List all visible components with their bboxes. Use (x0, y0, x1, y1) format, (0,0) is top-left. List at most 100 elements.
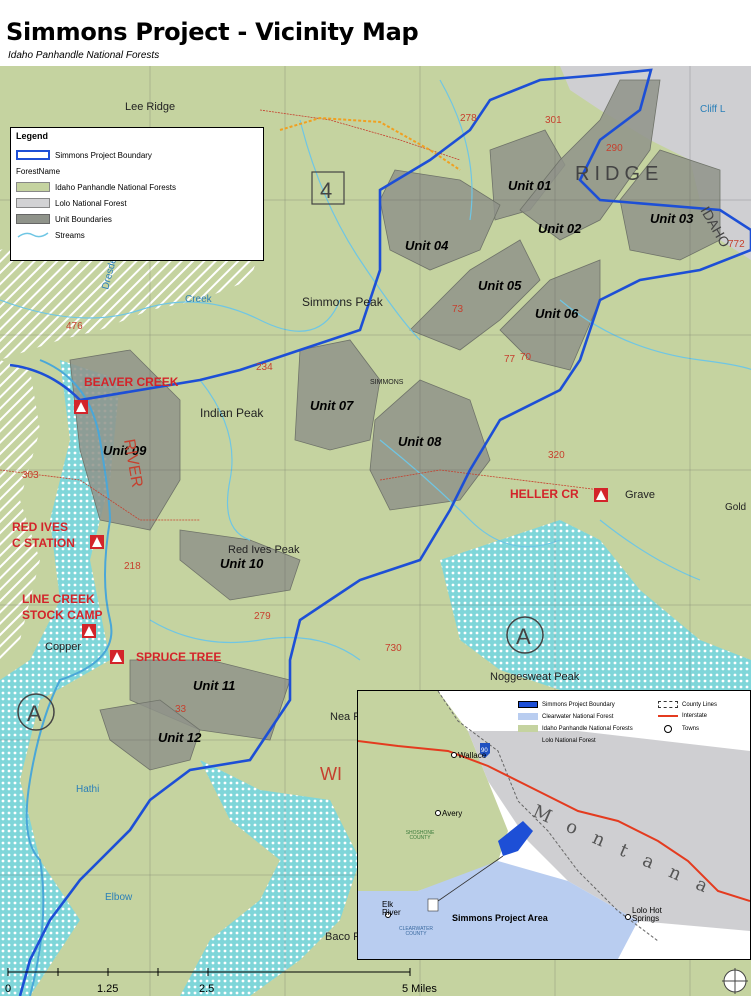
inset-state-line (437, 691, 659, 942)
inset-legend-item: Simmons Project Boundary (518, 701, 615, 708)
gold-label: Gold (725, 502, 746, 513)
unit-10-label: Unit 10 (220, 556, 264, 571)
scale-bar: 0 1.25 2.5 5 Miles (5, 968, 437, 995)
scale-label: 2.5 (199, 983, 214, 995)
inset-legend-item: County Lines (658, 701, 717, 708)
road-476-label: 476 (66, 321, 83, 332)
elbow-label: Elbow (105, 892, 133, 903)
scale-label: 0 (5, 983, 11, 995)
inset-legend-label: County Lines (682, 701, 718, 708)
red-ives-peak-label: Red Ives Peak (228, 544, 300, 556)
project-boundary[interactable] (9, 68, 751, 996)
unit-07-polygon[interactable] (294, 339, 381, 451)
streams (0, 79, 751, 661)
road-33-label: 33 (175, 704, 187, 715)
inset-legend-label: Clearwater National Forest (542, 713, 614, 720)
unit-04-polygon[interactable] (379, 169, 501, 271)
circle-marker-label: A (27, 701, 42, 726)
orange-trail (279, 116, 461, 171)
beaver-creek-label: BEAVER CREEK (84, 375, 179, 389)
inset-legend-label: Towns (682, 726, 700, 732)
vicinity-map[interactable]: Unit 01 Unit 02 Unit 03 Unit 04 Unit 05 … (0, 66, 751, 996)
map-legend: Legend Simmons Project Boundary ForestNa… (10, 127, 264, 261)
campground-icons (74, 400, 608, 664)
inset-interstate (358, 740, 750, 902)
inset-legend-item: Idaho Panhandle National Forests (518, 725, 633, 732)
legend-label: Streams (55, 230, 85, 240)
road-320-label: 320 (548, 450, 565, 461)
circle-marker (506, 616, 544, 654)
inset-legend-label: Interstate (682, 713, 708, 719)
legend-item-heading: ForestName (16, 165, 60, 177)
private-land-hatch (0, 230, 260, 360)
legend-label: Simmons Project Boundary (55, 150, 152, 160)
unit-01-label: Unit 01 (508, 178, 551, 193)
inset-map-canvas: 90 (358, 691, 750, 959)
inset-county-shoshone: SHOSHONE COUNTY (405, 830, 435, 841)
unit-05-polygon[interactable] (409, 239, 541, 351)
inset-ipnf-area (358, 691, 508, 891)
section-marker-box (311, 171, 345, 205)
unit-11-label: Unit 11 (193, 678, 235, 693)
stream-swatch-icon (17, 232, 49, 238)
inset-project-area[interactable] (498, 821, 533, 856)
inset-county-clearwater: CLEARWATER COUNTY (398, 926, 434, 937)
heller-cr-label: HELLER CR (510, 487, 579, 501)
legend-item-streams: Streams (16, 229, 85, 241)
legend-label: Unit Boundaries (55, 214, 112, 224)
compass-rose (722, 968, 748, 994)
map-title: Simmons Project - Vicinity Map (6, 18, 419, 46)
road-70-label: 70 (520, 352, 532, 363)
unit-12-label: Unit 12 (158, 730, 202, 745)
road-77-label: 77 (504, 354, 516, 365)
unit-08-label: Unit 08 (398, 434, 442, 449)
inset-town-wallace: Wallace (458, 751, 487, 760)
inset-legend-item: Lolo National Forest (518, 737, 596, 744)
road-301-label: 301 (545, 115, 562, 126)
simmons-peak-label: Simmons Peak (302, 295, 384, 309)
road-number-labels: 278 301 290 772 320 303 218 730 476 234 … (22, 113, 745, 715)
legend-swatch (16, 150, 50, 160)
unit-08-polygon[interactable] (369, 379, 491, 511)
nugget-peak-label: Noggesweat Peak (490, 671, 580, 683)
map-header: Simmons Project - Vicinity Map Idaho Pan… (0, 0, 751, 66)
map-subtitle: Idaho Panhandle National Forests (8, 50, 160, 61)
legend-label: Idaho Panhandle National Forests (55, 182, 176, 192)
cliff-label: Cliff L (700, 104, 726, 115)
lee-ridge-label: Lee Ridge (125, 101, 175, 113)
legend-item-ipnf: Idaho Panhandle National Forests (16, 181, 176, 193)
ridge-label: RIDGE (575, 163, 663, 185)
inset-locator-map[interactable]: 90 Wallace Avery Elk River Lolo Hot Spri… (357, 690, 751, 960)
copper-label: Copper (45, 641, 81, 653)
private-land-hatch (0, 360, 40, 660)
section-marker-label: 4 (320, 178, 332, 203)
legend-title: Legend (16, 131, 49, 141)
unit-09-label: Unit 09 (103, 443, 147, 458)
inset-legend-item: Interstate (658, 713, 707, 719)
unit-09-polygon[interactable] (69, 349, 181, 531)
road-218-label: 218 (124, 561, 141, 572)
private-land-dots (180, 760, 360, 996)
simmons-label: SIMMONS (370, 379, 404, 386)
road-303-label: 303 (22, 470, 39, 481)
legend-label: Lolo National Forest (55, 198, 127, 208)
scale-label: 1.25 (97, 983, 118, 995)
unit-02-label: Unit 02 (538, 221, 582, 236)
inset-legend: Simmons Project Boundary County Lines Cl… (518, 701, 746, 759)
red-ives-label: RED IVES (12, 520, 68, 534)
legend-label: ForestName (16, 166, 61, 176)
unit-labels: Unit 01 Unit 02 Unit 03 Unit 04 Unit 05 … (103, 178, 694, 745)
legend-item-lolo: Lolo National Forest (16, 197, 127, 209)
private-land-dots (0, 360, 120, 996)
campground-labels: BEAVER CREEK RED IVES C STATION LINE CRE… (12, 375, 579, 664)
inset-legend-item: Towns (658, 725, 699, 733)
road-278-label: 278 (460, 113, 477, 124)
inset-town-lolo: Lolo Hot Springs (632, 906, 662, 923)
unit-03-label: Unit 03 (650, 211, 694, 226)
road-279-label: 279 (254, 611, 271, 622)
inset-lolo-area (468, 731, 750, 931)
st-joe-river (25, 359, 113, 996)
road-290-label: 290 (606, 143, 623, 154)
scale-label: 5 Miles (402, 983, 437, 995)
legend-swatch (16, 182, 50, 192)
